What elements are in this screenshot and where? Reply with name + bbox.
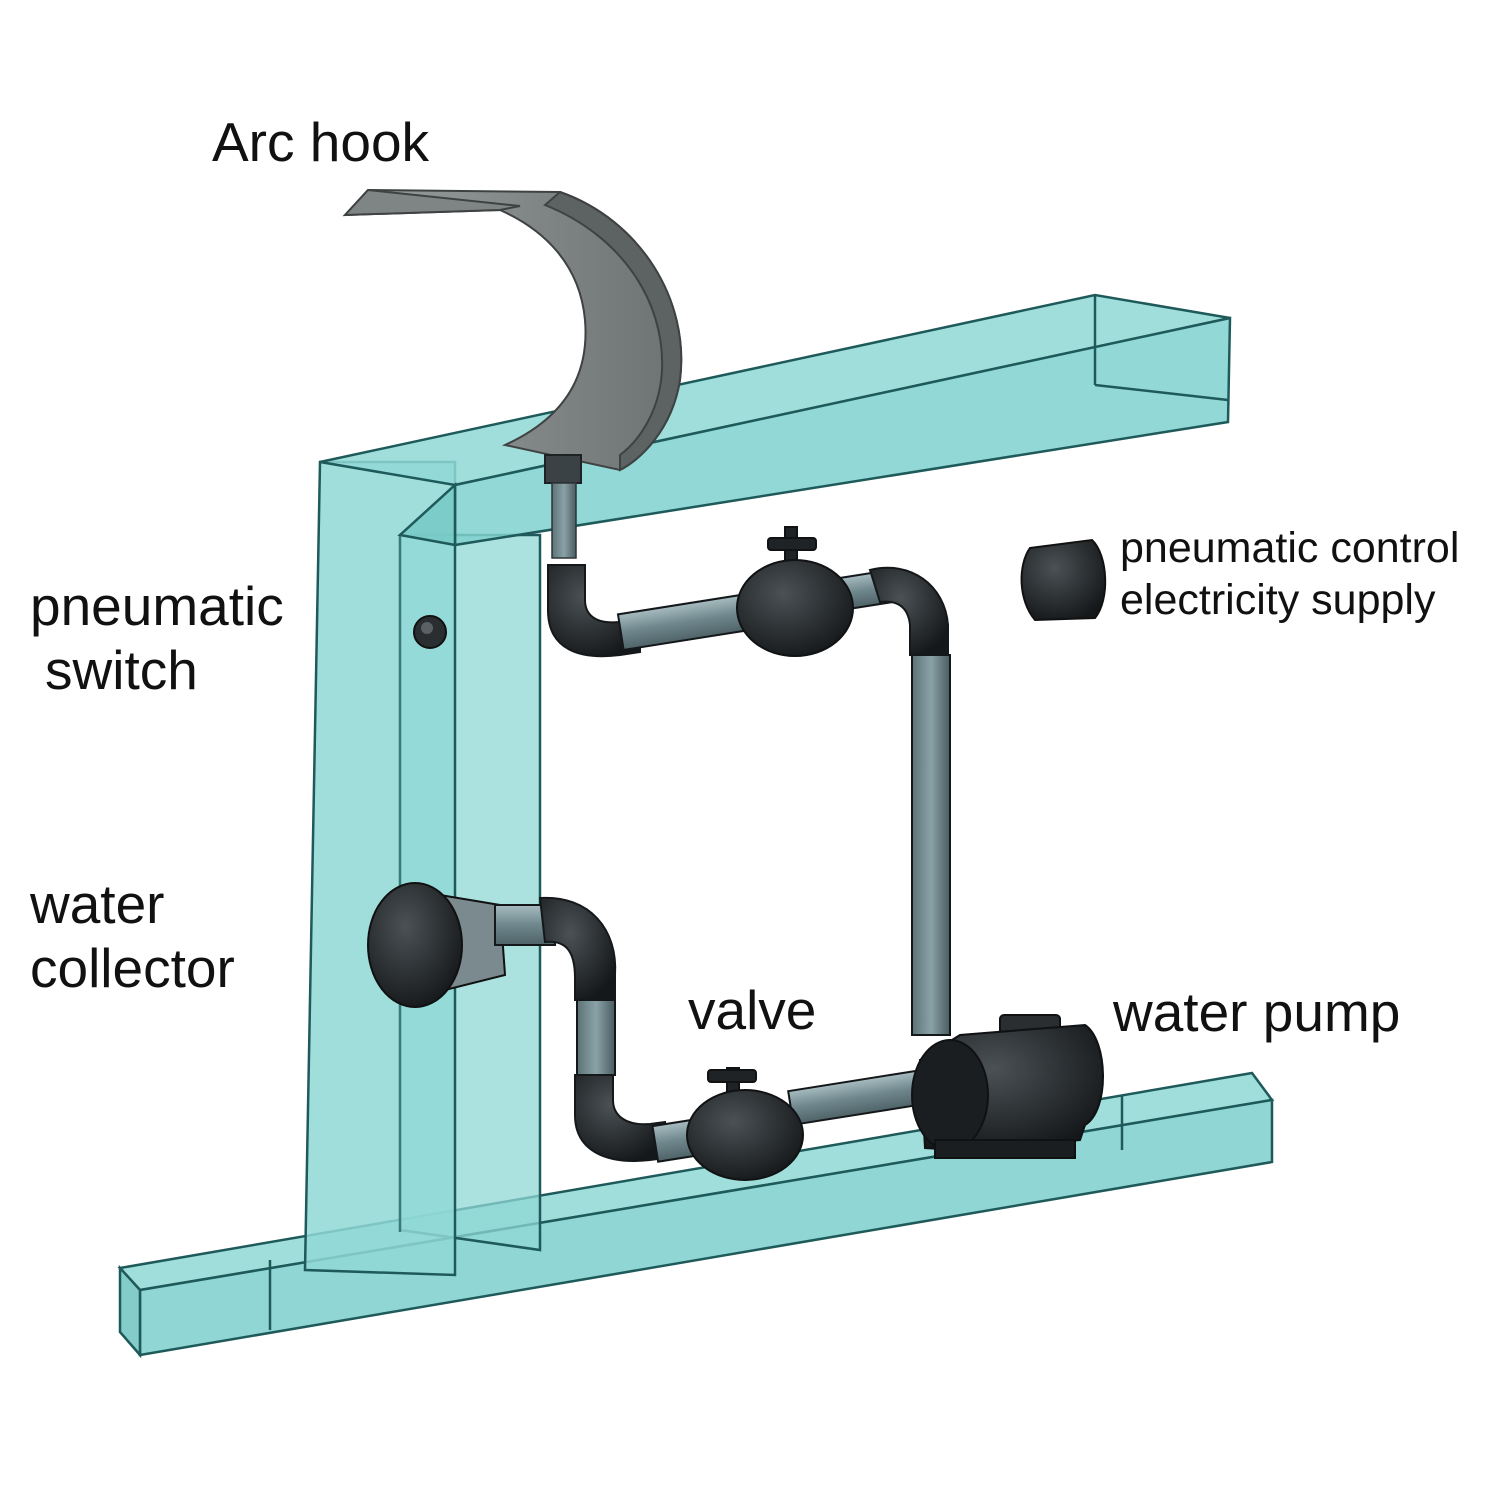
water-collector-disc xyxy=(367,882,507,1008)
upper-valve xyxy=(736,526,854,657)
pneumatic-switch-label-line2: switch xyxy=(45,639,198,701)
nozzle-pipe xyxy=(544,454,582,559)
water-collector-label-line2: collector xyxy=(30,937,235,999)
water-pump xyxy=(911,1014,1104,1159)
pneumatic-switch-label-line1: pneumatic xyxy=(30,575,284,637)
pneumatic-switch-label: pneumatic switch xyxy=(30,574,284,702)
arc-hook xyxy=(342,188,683,472)
front-column xyxy=(303,460,457,1277)
lower-valve xyxy=(686,1067,804,1181)
water-collector-label-line1: water xyxy=(30,873,165,935)
water-collector-label: water collector xyxy=(30,872,235,1000)
pneumatic-switch-button xyxy=(413,615,447,649)
pneumatic-control-box xyxy=(1020,538,1107,622)
arc-hook-label: Arc hook xyxy=(212,111,430,173)
valve-label: valve xyxy=(688,979,817,1041)
pneumatic-control-label: pneumatic control electricity supply xyxy=(1120,522,1459,626)
water-pump-label: water pump xyxy=(1113,981,1401,1043)
upper-pipe xyxy=(547,564,951,1036)
pneumatic-control-label-line2: electricity supply xyxy=(1120,576,1436,624)
pneumatic-control-label-line1: pneumatic control xyxy=(1120,524,1460,572)
top-beam xyxy=(319,293,1232,547)
